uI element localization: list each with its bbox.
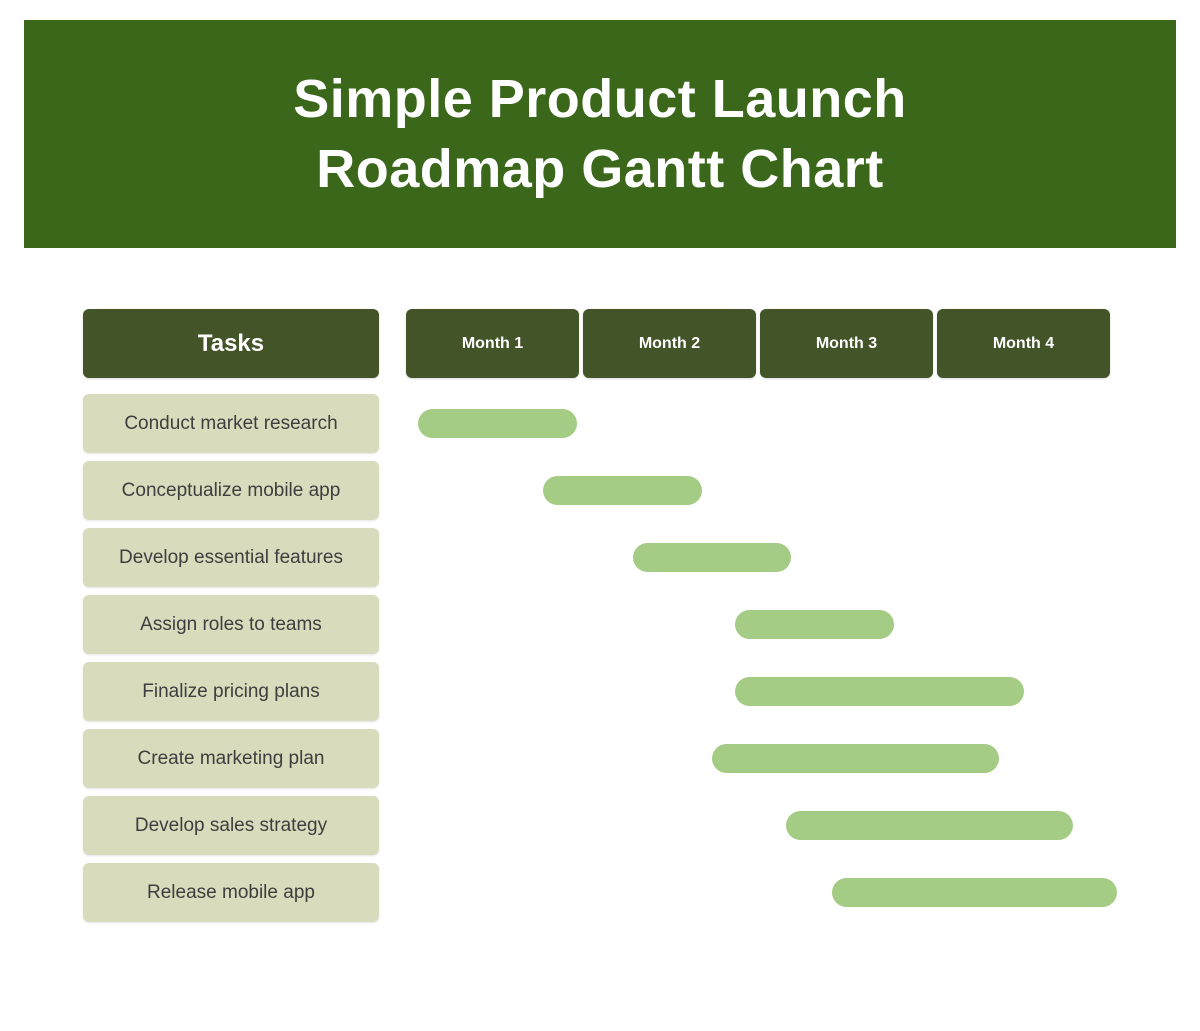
task-timeline-lane xyxy=(406,729,1110,788)
task-duration-bar xyxy=(735,677,1024,706)
task-label: Develop sales strategy xyxy=(83,796,379,855)
task-label: Release mobile app xyxy=(83,863,379,922)
task-label: Create marketing plan xyxy=(83,729,379,788)
task-duration-bar xyxy=(831,878,1118,907)
task-duration-bar xyxy=(633,543,792,572)
task-timeline-lane xyxy=(406,595,1110,654)
gantt-row: Develop essential features xyxy=(83,528,1110,587)
task-timeline-lane xyxy=(406,461,1110,520)
task-duration-bar xyxy=(735,610,894,639)
task-duration-bar xyxy=(418,409,577,438)
task-timeline-lane xyxy=(406,528,1110,587)
task-duration-bar xyxy=(786,811,1074,840)
task-timeline-lane xyxy=(406,662,1110,721)
page-title-line2: Roadmap Gantt Chart xyxy=(316,139,884,199)
page-title-line1: Simple Product Launch xyxy=(293,68,907,129)
month-header-2: Month 2 xyxy=(583,309,756,378)
task-timeline-lane xyxy=(406,863,1118,922)
gantt-row: Finalize pricing plans xyxy=(83,662,1110,721)
task-label: Develop essential features xyxy=(83,528,379,587)
task-timeline-lane xyxy=(406,394,1110,453)
task-duration-bar xyxy=(712,744,1000,773)
task-label: Conduct market research xyxy=(83,394,379,453)
task-label: Assign roles to teams xyxy=(83,595,379,654)
month-header-3: Month 3 xyxy=(760,309,933,378)
month-header-1: Month 1 xyxy=(406,309,579,378)
gantt-row: Release mobile app xyxy=(83,863,1118,922)
gantt-row: Develop sales strategy xyxy=(83,796,1110,855)
tasks-column-header: Tasks xyxy=(83,309,379,378)
task-label: Conceptualize mobile app xyxy=(83,461,379,520)
gantt-row: Conduct market research xyxy=(83,394,1110,453)
month-header-4: Month 4 xyxy=(937,309,1110,378)
task-label: Finalize pricing plans xyxy=(83,662,379,721)
gantt-row: Assign roles to teams xyxy=(83,595,1110,654)
task-duration-bar xyxy=(543,476,702,505)
gantt-row: Conceptualize mobile app xyxy=(83,461,1110,520)
task-timeline-lane xyxy=(406,796,1110,855)
gantt-row: Create marketing plan xyxy=(83,729,1110,788)
